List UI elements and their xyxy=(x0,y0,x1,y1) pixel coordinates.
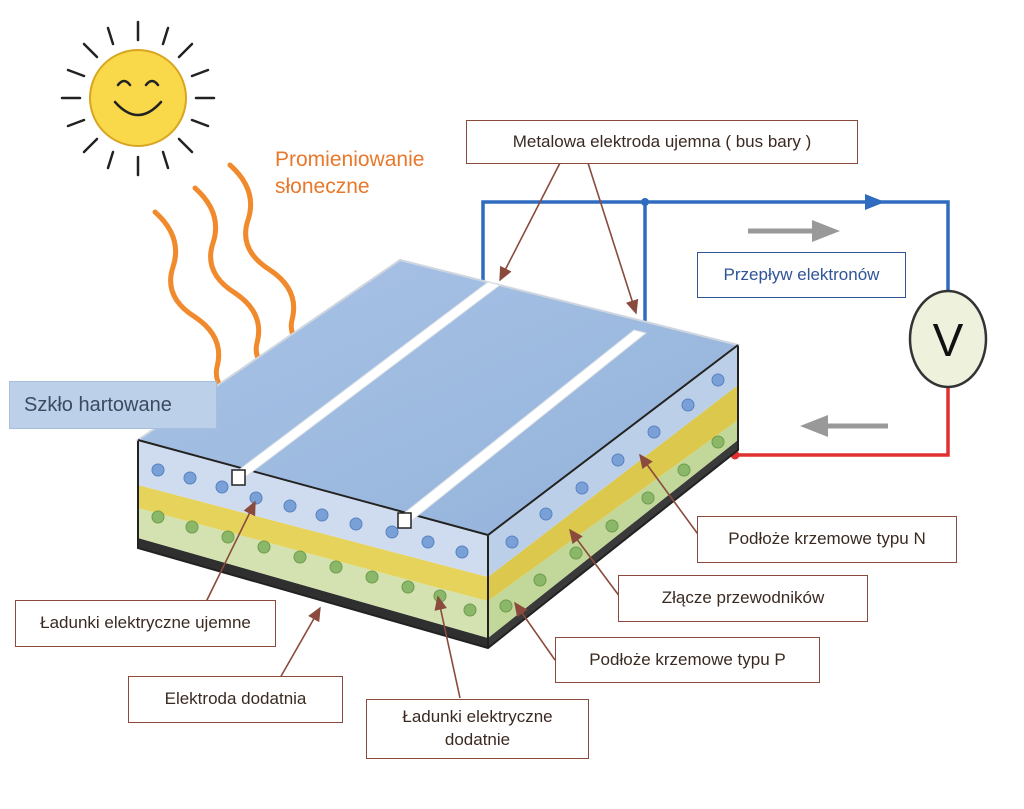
n-layer-front xyxy=(138,440,488,577)
n-type-label: Podłoże krzemowe typu N xyxy=(697,516,957,563)
junction-label: Złącze przewodników xyxy=(618,575,868,622)
sunlight-rays xyxy=(152,162,317,410)
electron-flow-label: Przepływ elektronów xyxy=(697,252,906,298)
p-type-label: Podłoże krzemowe typu P xyxy=(555,637,820,683)
solar-cell xyxy=(135,258,741,650)
circuit-wires xyxy=(481,200,950,457)
negative-charge-dots xyxy=(151,373,725,559)
sunlight-label-line1: Promieniowanie xyxy=(275,148,425,171)
bottom-electrode-front xyxy=(138,538,488,648)
junction-side xyxy=(488,385,738,601)
bus-bar-tab-2 xyxy=(397,512,412,529)
voltmeter-label: V xyxy=(933,314,964,366)
wire-direction-arrow xyxy=(865,194,885,210)
arrow-right-icon xyxy=(748,220,840,242)
positive-charges-label: Ładunki elektryczne dodatnie xyxy=(366,699,589,759)
voltmeter-icon xyxy=(908,289,988,389)
leader-arrows xyxy=(205,162,701,699)
sunlight-label: Promieniowanie słoneczne xyxy=(275,146,424,201)
sunlight-label-line2: słoneczne xyxy=(275,175,370,199)
positive-electrode-label: Elektroda dodatnia xyxy=(128,676,343,723)
bottom-electrode-side xyxy=(488,440,738,648)
negative-charges-label: Ładunki elektryczne ujemne xyxy=(15,600,276,647)
tempered-glass-label: Szkło hartowane xyxy=(9,381,217,429)
bus-bar-tab-1 xyxy=(231,469,246,486)
sun-icon xyxy=(60,20,216,177)
arrow-left-icon xyxy=(800,415,888,437)
bus-bar-label: Metalowa elektroda ujemna ( bus bary ) xyxy=(466,120,858,164)
junction-front xyxy=(138,485,488,601)
